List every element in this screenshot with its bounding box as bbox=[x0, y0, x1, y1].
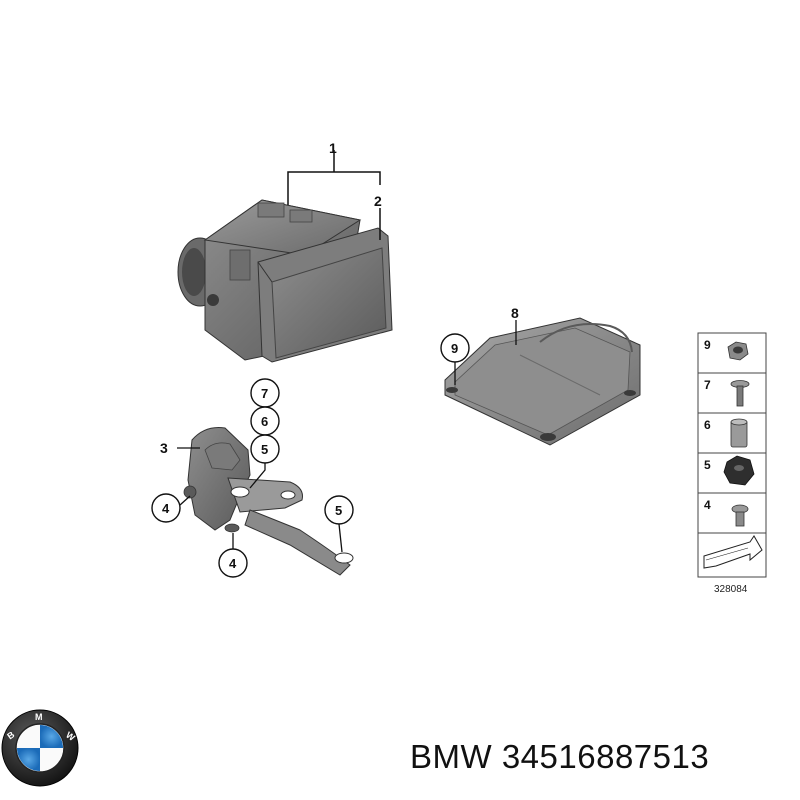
callout-5a-marker bbox=[249, 434, 280, 489]
screw-icon bbox=[731, 504, 749, 527]
direction-arrow-icon bbox=[703, 535, 763, 569]
callout-4b: 4 bbox=[229, 556, 237, 571]
part-caption: BMW 34516887513 bbox=[410, 738, 709, 776]
callout-7: 7 bbox=[261, 386, 268, 401]
callout-4b-marker bbox=[218, 533, 248, 578]
callout-1-leader bbox=[287, 150, 381, 240]
legend-num-6: 6 bbox=[704, 418, 711, 432]
callout-4a: 4 bbox=[162, 501, 170, 516]
callout-4a-marker bbox=[151, 493, 191, 523]
callout-8: 8 bbox=[511, 305, 519, 321]
sleeve-icon bbox=[730, 418, 748, 448]
callout-1: 1 bbox=[329, 140, 337, 156]
callout-9-marker bbox=[440, 333, 470, 385]
brand-name: BMW bbox=[410, 738, 493, 775]
callout-5b: 5 bbox=[335, 503, 342, 518]
rubber-mount-icon bbox=[723, 455, 755, 486]
mounting-bracket bbox=[183, 427, 354, 576]
parts-legend: 9 7 6 5 4 bbox=[697, 332, 767, 595]
callout-2: 2 bbox=[374, 193, 382, 209]
callout-5b-marker bbox=[324, 495, 354, 553]
svg-text:M: M bbox=[35, 712, 43, 722]
callout-6: 6 bbox=[261, 414, 268, 429]
part-number: 34516887513 bbox=[501, 738, 710, 775]
abs-hydraulic-unit bbox=[177, 199, 393, 363]
callout-9: 9 bbox=[451, 341, 458, 356]
legend-num-7: 7 bbox=[704, 378, 711, 392]
nut-icon bbox=[727, 341, 749, 361]
callout-5a: 5 bbox=[261, 442, 268, 457]
bmw-logo: B M W bbox=[1, 709, 79, 787]
legend-num-4: 4 bbox=[704, 498, 711, 512]
svg-text:B: B bbox=[5, 729, 16, 741]
bolt-with-washer-icon bbox=[730, 380, 750, 407]
cover-plate bbox=[444, 317, 641, 446]
diagram-id: 328084 bbox=[714, 584, 748, 595]
callout-3: 3 bbox=[160, 440, 168, 456]
legend-num-9: 9 bbox=[704, 338, 711, 352]
legend-cell-7 bbox=[697, 372, 767, 414]
legend-num-5: 5 bbox=[704, 458, 711, 472]
